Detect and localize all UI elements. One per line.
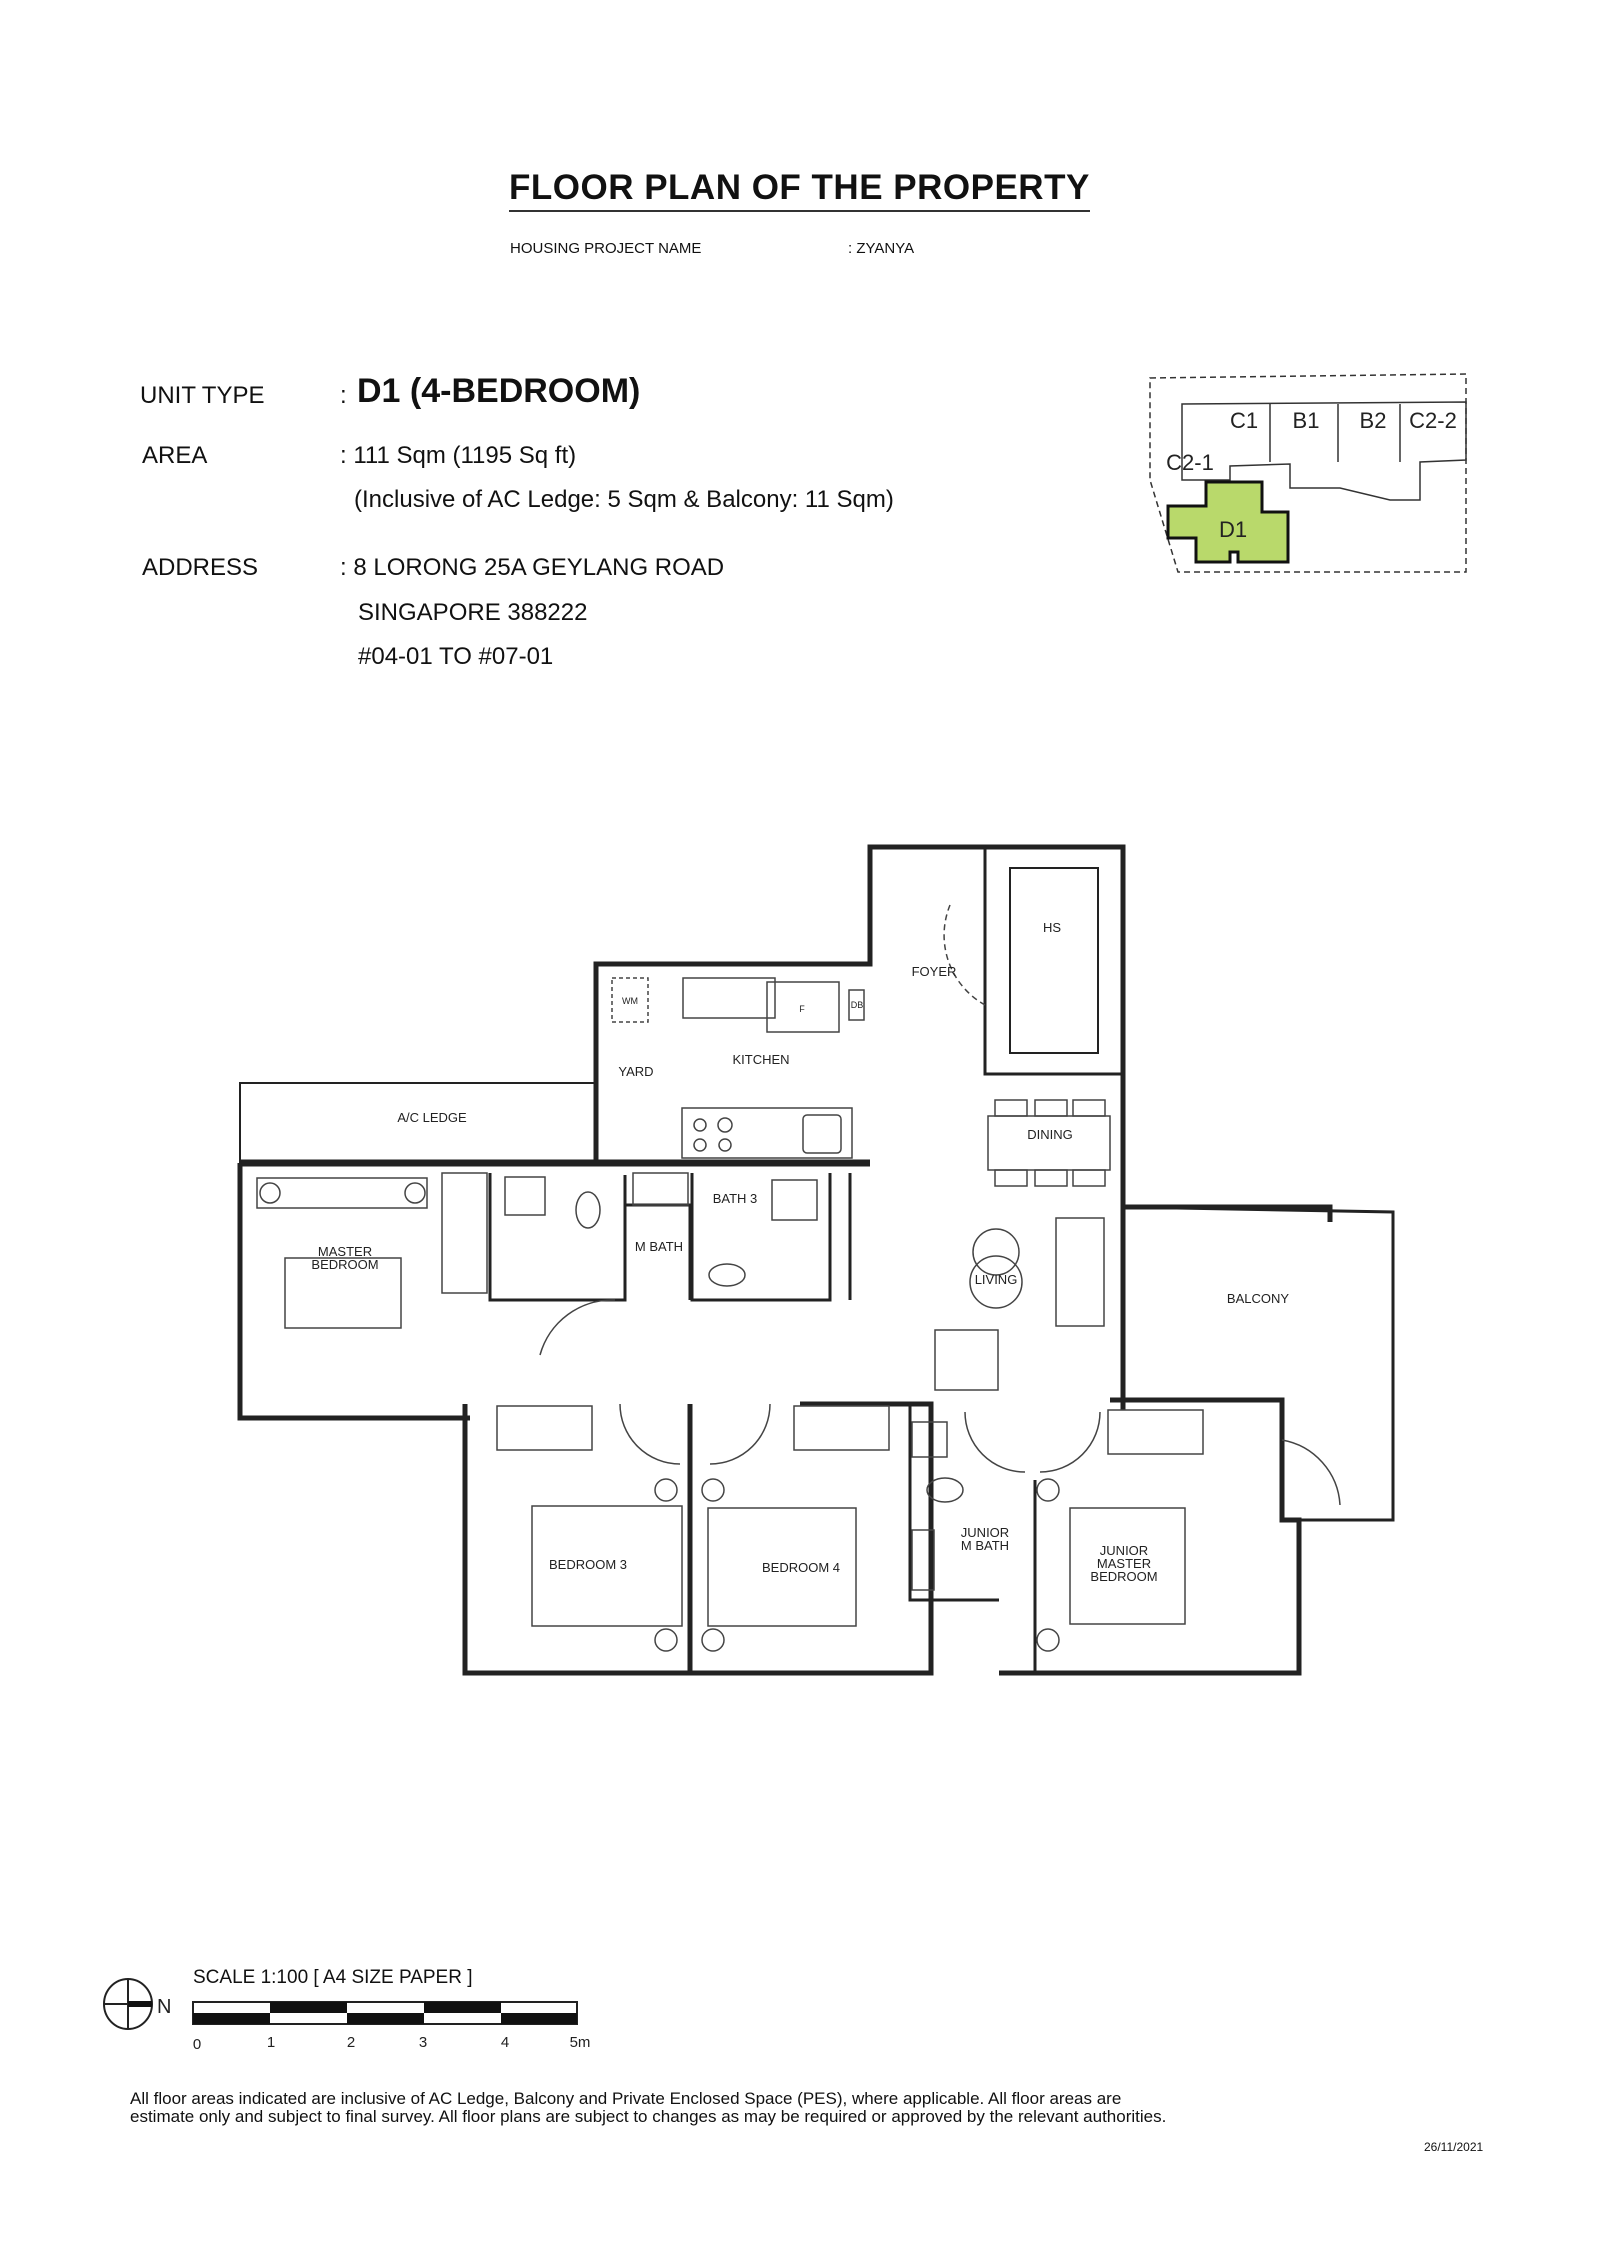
- room-m-bath: M BATH: [635, 1239, 683, 1254]
- room-junior-master-bedroom: JUNIOR: [1100, 1543, 1148, 1558]
- project-name-label: HOUSING PROJECT NAME: [510, 240, 702, 257]
- room-bedroom-4: BEDROOM 4: [762, 1560, 840, 1575]
- unit-type-colon: :: [340, 382, 347, 409]
- scale-tick: 3: [419, 2034, 427, 2051]
- area-value: : 111 Sqm (1195 Sq ft): [340, 442, 577, 469]
- north-label: N: [157, 1996, 171, 2018]
- wm-label: WM: [622, 996, 638, 1006]
- room-master-bedroom: MASTER: [318, 1244, 372, 1259]
- project-name-value: : ZYANYA: [848, 240, 915, 257]
- room-foyer: FOYER: [912, 964, 957, 979]
- scale-tick: 1: [267, 2034, 275, 2051]
- room-junior-master-bedroom: MASTER: [1097, 1556, 1151, 1571]
- address-line: : 8 LORONG 25A GEYLANG ROAD: [340, 554, 725, 581]
- room-bath-3: BATH 3: [713, 1191, 758, 1206]
- key-unit-b2: B2: [1360, 408, 1387, 433]
- unit-type-label: UNIT TYPE: [140, 382, 265, 409]
- address-line: SINGAPORE 388222: [358, 599, 588, 626]
- room-living: LIVING: [975, 1272, 1018, 1287]
- room-ac-ledge: A/C LEDGE: [397, 1110, 467, 1125]
- room-dining: DINING: [1027, 1127, 1073, 1142]
- key-unit-c2-1: C2-1: [1166, 450, 1214, 475]
- fridge-label: F: [799, 1004, 805, 1014]
- room-yard: YARD: [618, 1064, 653, 1079]
- unit-type-value: D1 (4-BEDROOM): [357, 372, 641, 410]
- d1-highlight: [1166, 480, 1290, 564]
- db-label: DB: [851, 1000, 864, 1010]
- room-master-bedroom: BEDROOM: [311, 1257, 378, 1272]
- room-kitchen: KITCHEN: [732, 1052, 789, 1067]
- room-junior-m-bath: M BATH: [961, 1538, 1009, 1553]
- scale-label: SCALE 1:100 [ A4 SIZE PAPER ]: [193, 1967, 473, 1988]
- disclaimer: All floor areas indicated are inclusive …: [130, 2089, 1167, 2126]
- north-compass-icon: [103, 1978, 153, 2030]
- address-line: #04-01 TO #07-01: [358, 643, 554, 670]
- key-unit-c2-2: C2-2: [1409, 408, 1457, 433]
- room-junior-master-bedroom: BEDROOM: [1090, 1569, 1157, 1584]
- area-note: (Inclusive of AC Ledge: 5 Sqm & Balcony:…: [354, 486, 894, 513]
- scale-tick: 0: [193, 2036, 201, 2053]
- date: 26/11/2021: [1424, 2140, 1484, 2154]
- address-label: ADDRESS: [142, 554, 259, 581]
- site-boundary: [1149, 373, 1467, 573]
- key-unit-d1: D1: [1219, 517, 1247, 542]
- scale-tick: 4: [501, 2034, 509, 2051]
- scale-tick: 2: [347, 2034, 355, 2051]
- room-junior-m-bath: JUNIOR: [961, 1525, 1009, 1540]
- room-hs: HS: [1043, 920, 1061, 935]
- page-title: FLOOR PLAN OF THE PROPERTY: [509, 168, 1090, 212]
- room-balcony: BALCONY: [1227, 1291, 1289, 1306]
- key-unit-c1: C1: [1230, 408, 1258, 433]
- scale-tick: 5m: [570, 2034, 591, 2051]
- key-unit-b1: B1: [1293, 408, 1320, 433]
- area-label: AREA: [142, 442, 208, 469]
- room-bedroom-3: BEDROOM 3: [549, 1557, 627, 1572]
